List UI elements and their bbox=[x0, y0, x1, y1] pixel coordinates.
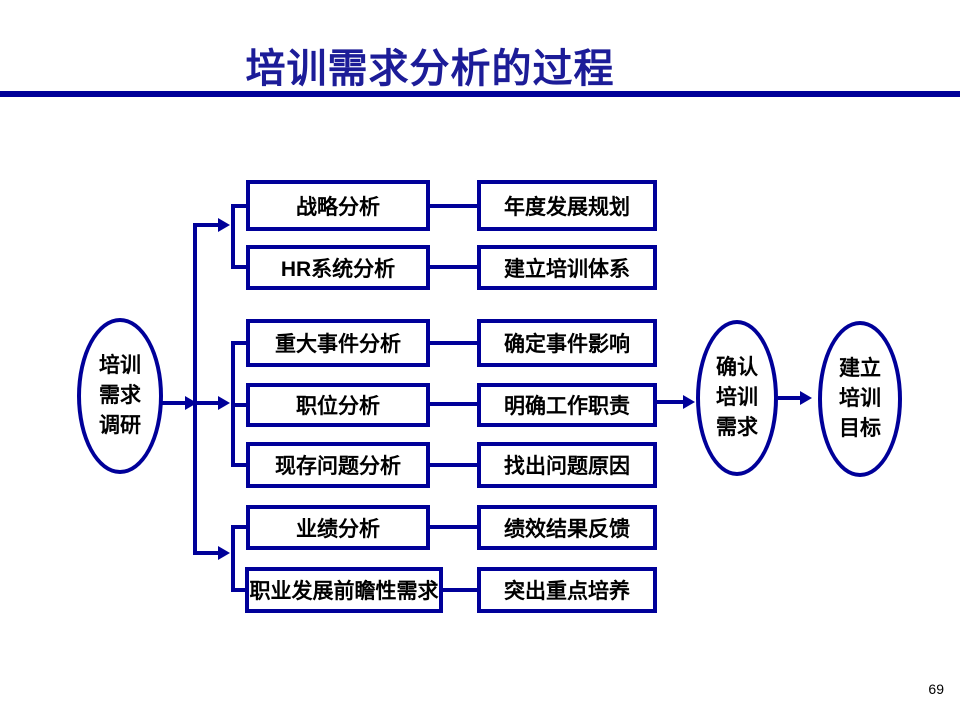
confirm-needs-line3: 需求 bbox=[716, 416, 758, 439]
analysis-box-major-events: 重大事件分析 bbox=[246, 319, 430, 367]
training-survey-line1: 培训 bbox=[99, 354, 141, 377]
outcome-box-key-development: 突出重点培养 bbox=[477, 567, 657, 613]
outcome-box-event-impact: 确定事件影响 bbox=[477, 319, 657, 367]
training-survey-ellipse: 培训 需求 调研 bbox=[77, 318, 163, 474]
analysis-box-position: 职位分析 bbox=[246, 383, 430, 427]
page-title: 培训需求分析的过程 bbox=[245, 47, 615, 91]
analysis-box-career-outlook: 职业发展前瞻性需求 bbox=[245, 567, 443, 613]
training-goal-line2: 培训 bbox=[839, 387, 881, 410]
analysis-box-strategy: 战略分析 bbox=[246, 180, 430, 231]
outcome-box-performance-feedback: 绩效结果反馈 bbox=[477, 505, 657, 550]
analysis-box-existing-issues: 现存问题分析 bbox=[246, 442, 430, 488]
title-divider-line bbox=[0, 91, 960, 97]
outcome-box-problem-causes: 找出问题原因 bbox=[477, 442, 657, 488]
analysis-box-performance: 业绩分析 bbox=[246, 505, 430, 550]
training-survey-line3: 调研 bbox=[99, 414, 141, 437]
confirm-needs-line2: 培训 bbox=[716, 386, 758, 409]
confirm-needs-line1: 确认 bbox=[716, 356, 758, 379]
analysis-box-hr-system: HR系统分析 bbox=[246, 245, 430, 290]
outcome-box-job-duties: 明确工作职责 bbox=[477, 383, 657, 427]
page-number: 69 bbox=[928, 681, 944, 697]
confirm-needs-ellipse: 确认 培训 需求 bbox=[696, 320, 778, 476]
training-survey-line2: 需求 bbox=[99, 384, 141, 407]
training-goal-line3: 目标 bbox=[839, 417, 881, 440]
training-goal-line1: 建立 bbox=[839, 357, 881, 380]
outcome-box-training-system: 建立培训体系 bbox=[477, 245, 657, 290]
training-goal-ellipse: 建立 培训 目标 bbox=[818, 321, 902, 477]
outcome-box-annual-plan: 年度发展规划 bbox=[477, 180, 657, 231]
